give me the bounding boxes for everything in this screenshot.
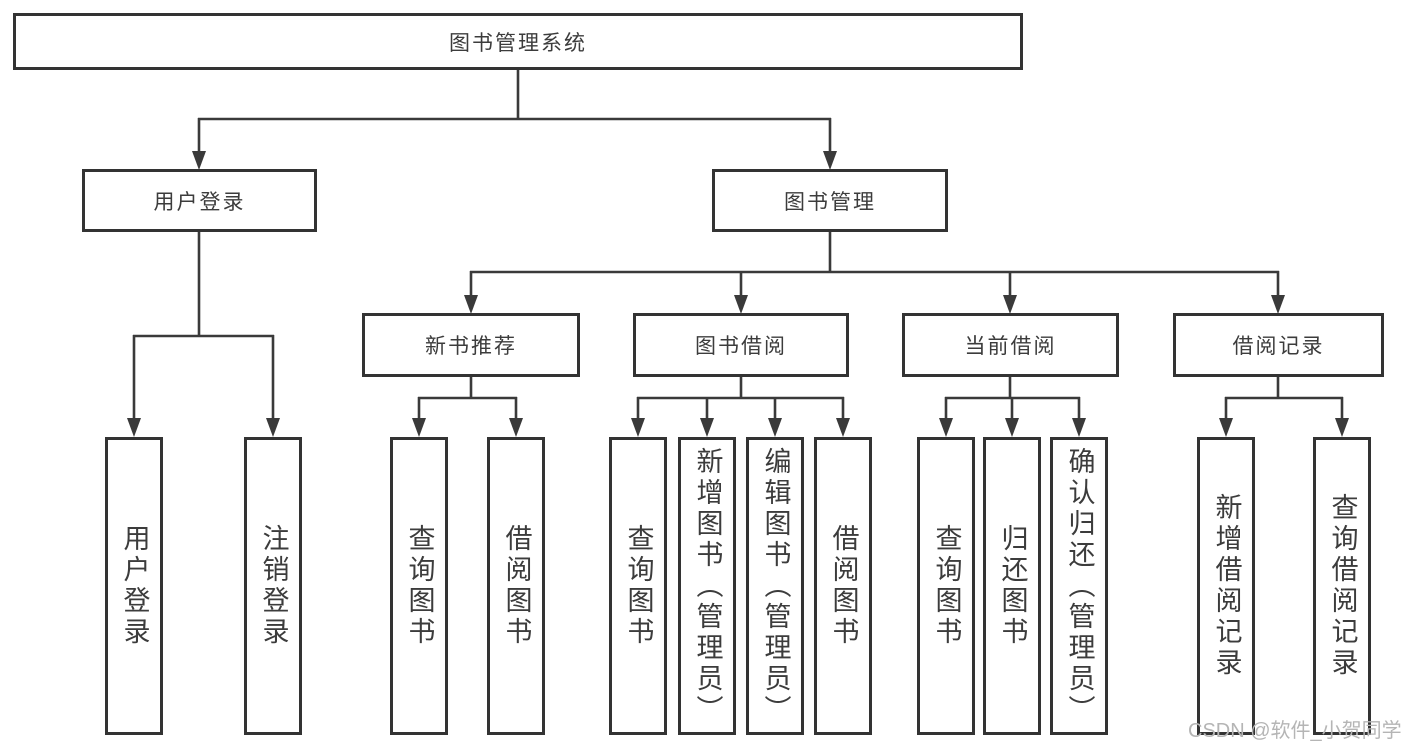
leaf-borrow-edit-books-admin: 编辑图书（管理员）: [746, 437, 804, 735]
leaf-current-return-books: 归还图书: [983, 437, 1041, 735]
node-borrow-records: 借阅记录: [1173, 313, 1384, 377]
leaf-borrow-borrow-books: 借阅图书: [814, 437, 872, 735]
node-book-borrow: 图书借阅: [633, 313, 849, 377]
node-book-management-label: 图书管理: [784, 190, 876, 214]
watermark: CSDN @软件_小贺同学: [1188, 720, 1402, 742]
leaf-current-confirm-return-admin: 确认归还（管理员）: [1050, 437, 1108, 735]
node-user-login-label: 用户登录: [153, 190, 246, 214]
leaf-recommend-query-books-label: 查询图书: [404, 524, 435, 648]
leaf-borrow-borrow-books-label: 借阅图书: [828, 524, 859, 648]
connector-strokes: [132, 70, 1344, 419]
node-root: 图书管理系统: [13, 13, 1023, 70]
leaf-recommend-query-books: 查询图书: [390, 437, 448, 735]
leaf-current-query-books: 查询图书: [917, 437, 975, 735]
leaf-records-query-record-label: 查询借阅记录: [1327, 493, 1358, 679]
leaf-recommend-borrow-books: 借阅图书: [487, 437, 545, 735]
leaf-user-login: 用户登录: [105, 437, 163, 735]
node-borrow-records-label: 借阅记录: [1232, 335, 1325, 358]
node-root-label: 图书管理系统: [449, 31, 587, 55]
leaf-logout-login: 注销登录: [244, 437, 302, 735]
leaf-records-add-record-label: 新增借阅记录: [1211, 493, 1242, 679]
leaf-logout-login-label: 注销登录: [258, 524, 289, 648]
leaf-borrow-add-books-admin: 新增图书（管理员）: [678, 437, 736, 735]
node-book-borrow-label: 图书借阅: [695, 335, 787, 358]
leaf-borrow-query-books-label: 查询图书: [623, 524, 654, 648]
node-new-book-recommend-label: 新书推荐: [425, 335, 517, 358]
leaf-borrow-edit-books-admin-label: 编辑图书（管理员）: [760, 446, 791, 726]
leaf-borrow-add-books-admin-label: 新增图书（管理员）: [692, 446, 723, 726]
node-current-borrow-label: 当前借阅: [964, 335, 1057, 358]
node-current-borrow: 当前借阅: [902, 313, 1119, 377]
leaf-recommend-borrow-books-label: 借阅图书: [501, 524, 532, 648]
leaf-user-login-label: 用户登录: [119, 524, 150, 648]
arrowheads: [127, 151, 1349, 437]
leaf-current-confirm-return-admin-label: 确认归还（管理员）: [1064, 446, 1095, 726]
leaf-borrow-query-books: 查询图书: [609, 437, 667, 735]
leaf-records-query-record: 查询借阅记录: [1313, 437, 1371, 735]
leaf-current-query-books-label: 查询图书: [931, 524, 962, 648]
leaf-current-return-books-label: 归还图书: [997, 524, 1028, 648]
node-new-book-recommend: 新书推荐: [362, 313, 580, 377]
node-book-management: 图书管理: [712, 169, 948, 232]
node-user-login: 用户登录: [82, 169, 317, 232]
leaf-records-add-record: 新增借阅记录: [1197, 437, 1255, 735]
